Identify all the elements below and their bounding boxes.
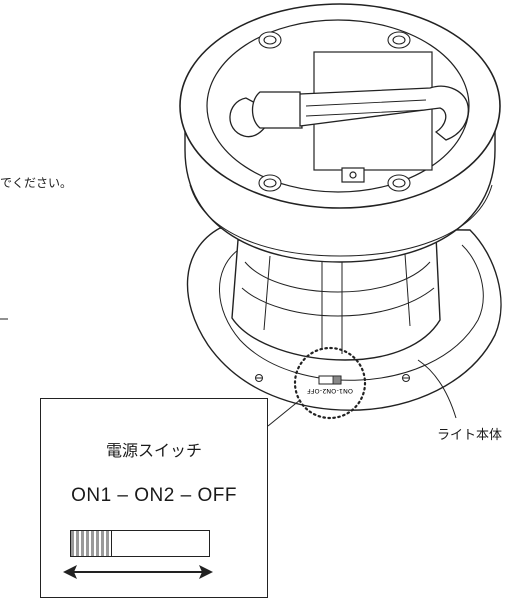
flange-screws: [255, 374, 410, 382]
switch-modes: ON1 – ON2 – OFF: [71, 485, 237, 506]
power-switch: [70, 530, 210, 557]
switch-title: 電源スイッチ: [105, 441, 202, 460]
leader-lines: [0, 318, 457, 427]
switch-knob: [71, 531, 113, 556]
switch-location: [293, 346, 367, 420]
light-body-label: ライト本体: [437, 428, 503, 443]
switch-imprint: ON1-ON2-OFF: [307, 387, 353, 395]
top-mounting-holes: [258, 31, 411, 192]
switch-callout-box: 電源スイッチ ON1 – ON2 – OFF: [40, 398, 268, 598]
truncated-instruction-text: でください。: [0, 176, 73, 190]
carry-handle: [229, 85, 469, 141]
double-arrow-icon: [63, 565, 213, 579]
lamp-body: [231, 235, 441, 361]
